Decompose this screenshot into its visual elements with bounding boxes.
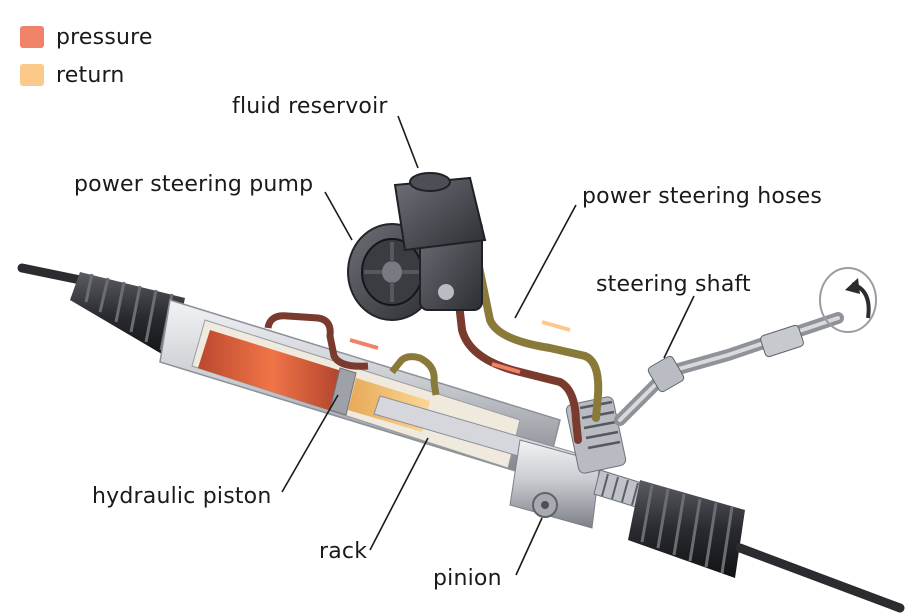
label-fluid-reservoir: fluid reservoir <box>232 94 388 119</box>
label-power-steering-pump: power steering pump <box>74 172 314 197</box>
label-pinion: pinion <box>433 566 502 591</box>
legend-label-pressure: pressure <box>56 24 153 50</box>
pressure-chamber <box>198 330 345 412</box>
right-tie-rod <box>735 543 905 613</box>
return-flow-arrow <box>541 320 571 332</box>
legend-item-return: return <box>20 56 153 94</box>
steering-shaft-assembly <box>614 267 877 426</box>
leader-hydraulic-piston <box>281 394 339 493</box>
cylinder-line-right <box>389 353 440 396</box>
label-hydraulic-piston: hydraulic piston <box>92 484 272 509</box>
legend-item-pressure: pressure <box>20 18 153 56</box>
pressure-flow-arrow-2 <box>491 362 521 374</box>
leader-power-steering-hoses <box>514 204 577 319</box>
legend: pressure return <box>20 18 153 94</box>
leader-pinion <box>515 517 543 576</box>
return-hose <box>474 258 603 422</box>
piston-disc <box>329 367 357 416</box>
label-rack: rack <box>319 539 368 564</box>
legend-label-return: return <box>56 62 125 88</box>
pressure-flow-arrow <box>349 338 379 350</box>
leader-rack <box>369 437 429 551</box>
pressure-swatch <box>20 26 44 48</box>
pinion-housing <box>509 396 627 529</box>
return-swatch <box>20 64 44 86</box>
leader-steering-shaft <box>663 295 695 359</box>
label-power-steering-hoses: power steering hoses <box>582 184 823 209</box>
steering-wheel-indicator <box>819 267 877 333</box>
fluid-reservoir <box>393 172 487 252</box>
leader-lines <box>281 115 695 576</box>
left-bellows-boot <box>70 272 185 360</box>
cylinder-line-left <box>264 312 369 370</box>
leader-fluid-reservoir <box>397 115 419 169</box>
right-bellows-boot <box>628 480 745 578</box>
leader-power-steering-pump <box>324 191 353 241</box>
label-steering-shaft: steering shaft <box>596 272 751 297</box>
power-steering-hoses <box>264 258 603 444</box>
steering-rack-assembly <box>17 263 905 613</box>
